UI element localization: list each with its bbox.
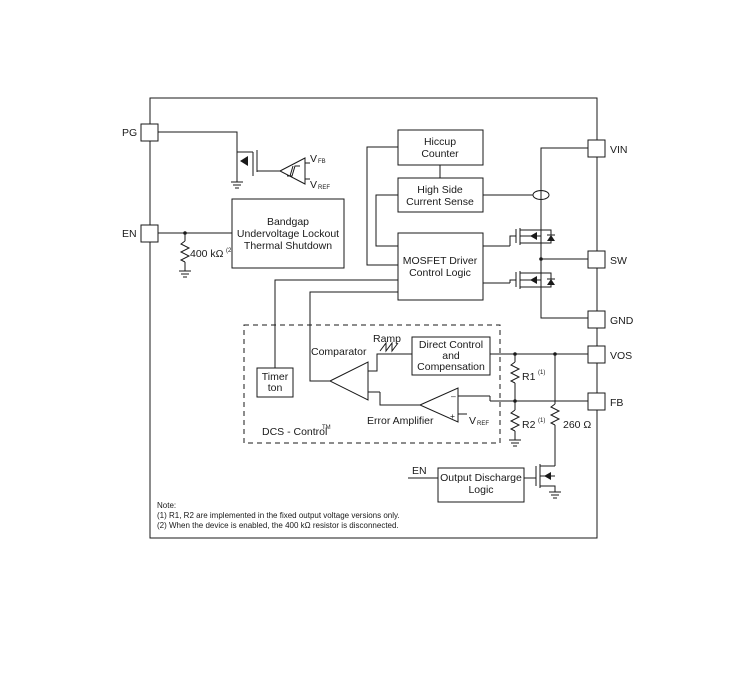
ramp-label: Ramp	[373, 333, 401, 345]
vfb-sub: FB	[318, 159, 326, 165]
direct-control-line1: Direct Control	[419, 339, 483, 351]
pin-vos-label: VOS	[610, 350, 632, 362]
ea-minus: –	[451, 391, 456, 401]
pg-circuit: V FB V REF	[158, 131, 330, 191]
comparator-label: Comparator	[311, 346, 367, 358]
bandgap-line1: Bandgap	[267, 216, 309, 228]
pin-fb: FB	[587, 392, 623, 411]
pin-pg: PG	[122, 123, 159, 142]
r1-note: (1)	[538, 370, 545, 376]
feedback-network: R1 (1) R2 (1) 260 Ω	[489, 352, 591, 466]
r2-note: (1)	[538, 418, 545, 424]
power-stage	[483, 147, 588, 319]
ea-plus: +	[450, 411, 455, 421]
error-amplifier-label: Error Amplifier	[367, 415, 434, 427]
en-resistor-note: (2)	[226, 248, 233, 254]
r1-label: R1	[522, 371, 536, 383]
hiccup-line2: Counter	[421, 148, 459, 160]
discharge-line1: Output Discharge	[440, 472, 522, 484]
pin-pg-label: PG	[122, 127, 137, 139]
mosfet-driver-block: MOSFET Driver Control Logic	[397, 232, 484, 301]
high-side-line1: High Side	[417, 184, 463, 196]
ea-vref-label: V	[469, 415, 476, 427]
discharge-en-label: EN	[412, 465, 427, 477]
ic-boundary	[149, 97, 598, 539]
dcs-control-label: DCS - Control	[262, 426, 327, 438]
hiccup-counter-block: Hiccup Counter	[397, 129, 484, 166]
pin-en: EN	[122, 224, 159, 243]
note-2: (2) When the device is enabled, the 400 …	[157, 521, 399, 530]
timer-line1: Timer	[262, 371, 289, 383]
output-discharge: EN Output Discharge Logic	[408, 464, 561, 503]
discharge-line2: Logic	[468, 484, 493, 496]
pin-gnd-label: GND	[610, 315, 634, 327]
high-side-line2: Current Sense	[406, 196, 474, 208]
direct-control-line3: Compensation	[417, 361, 485, 373]
bandgap-line3: Thermal Shutdown	[244, 240, 332, 252]
note-1: (1) R1, R2 are implemented in the fixed …	[157, 511, 400, 520]
error-amplifier: – + Error Amplifier V REF	[367, 387, 490, 427]
vref-sub: REF	[318, 185, 330, 191]
bandgap-line2: Undervoltage Lockout	[237, 228, 339, 240]
pin-gnd: GND	[587, 310, 634, 329]
timer-block: Timer ton	[256, 279, 398, 398]
pin-sw: SW	[587, 250, 627, 269]
timer-line2: ton	[268, 382, 283, 394]
high-side-current-sense-block: High Side Current Sense	[397, 177, 484, 213]
pin-vin-label: VIN	[610, 144, 628, 156]
note-title: Note:	[157, 501, 176, 510]
direct-control-block: Direct Control and Compensation	[411, 336, 491, 376]
notes: Note: (1) R1, R2 are implemented in the …	[157, 501, 400, 530]
hiccup-line1: Hiccup	[424, 136, 456, 148]
en-circuit: 400 kΩ (2)	[158, 231, 233, 278]
pin-vin: VIN	[587, 139, 628, 158]
mosfet-driver-line2: Control Logic	[409, 267, 471, 279]
ea-vref-sub: REF	[477, 421, 489, 427]
bandgap-block: Bandgap Undervoltage Lockout Thermal Shu…	[231, 198, 345, 269]
dcs-control-region: DCS - Control TM	[243, 324, 501, 444]
pin-en-label: EN	[122, 228, 137, 240]
vref-label: V	[310, 179, 317, 191]
r2-label: R2	[522, 419, 536, 431]
r260-label: 260 Ω	[563, 419, 591, 431]
direct-control-line2: and	[442, 350, 460, 362]
pin-fb-label: FB	[610, 397, 623, 409]
pin-sw-label: SW	[610, 255, 627, 267]
comparator: Comparator Ramp	[311, 333, 420, 406]
dcs-tm: TM	[322, 425, 331, 431]
pin-vos: VOS	[587, 345, 632, 364]
en-resistor-label: 400 kΩ	[190, 248, 224, 260]
mosfet-driver-line1: MOSFET Driver	[403, 255, 478, 267]
vfb-label: V	[310, 153, 317, 165]
